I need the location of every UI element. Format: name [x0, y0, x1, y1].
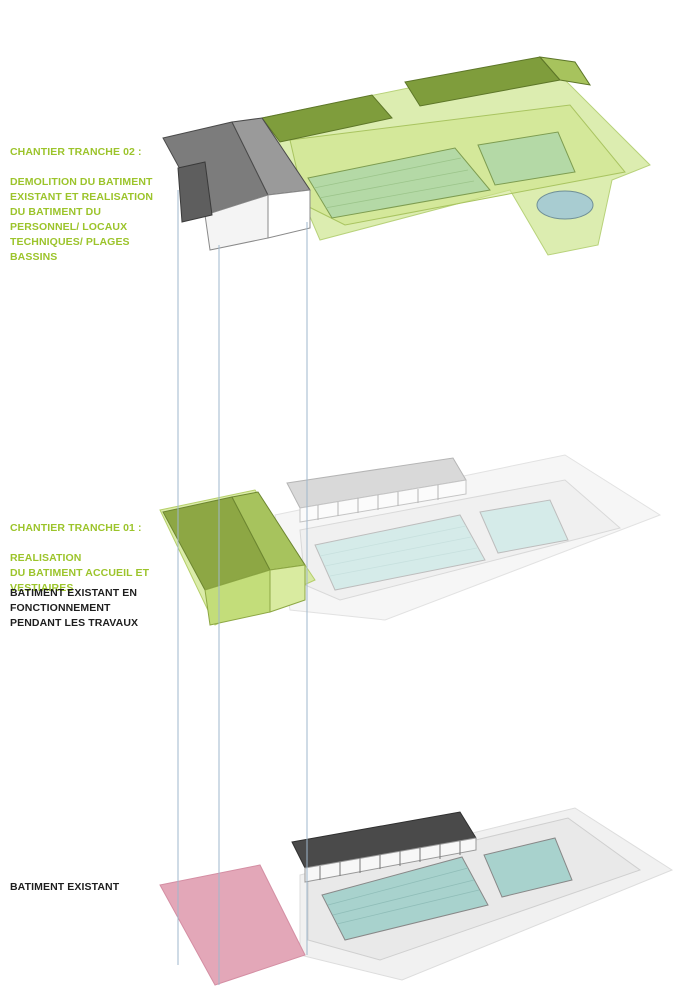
t01-long-facade [299, 479, 467, 523]
t01-large-pool [314, 514, 486, 591]
layer-tranche-02 [162, 56, 651, 256]
existing-large-pool [321, 856, 489, 941]
existing-columns [319, 841, 461, 880]
tranche-02-title: CHANTIER TRANCHE 02 : [10, 146, 142, 158]
existing-pool-lanes [327, 867, 480, 925]
operating-building-label: BATIMENT EXISTANT EN FONCTIONNEMENT PEND… [10, 587, 139, 629]
t01-columns [317, 485, 439, 520]
existing-small-pool [483, 837, 573, 898]
tranche-02-body: DEMOLITION DU BATIMENT EXISTANT ET REALI… [10, 176, 154, 263]
tranche-02-label: CHANTIER TRANCHE 02 : DEMOLITION DU BATI… [10, 130, 153, 280]
t02-grey-wall-side [267, 189, 311, 239]
t02-roof-a [261, 94, 393, 143]
t01-pool-lanes [319, 525, 478, 577]
tranche-01-title: CHANTIER TRANCHE 01 : [10, 522, 142, 534]
tranche-01-body: REALISATION DU BATIMENT ACCUEIL ET VESTI… [10, 552, 150, 594]
existing-building-label: BATIMENT EXISTANT [10, 881, 120, 893]
t02-kids-pool [536, 190, 594, 220]
tranche-01-label: CHANTIER TRANCHE 01 : REALISATION DU BAT… [10, 506, 149, 611]
existing-building-footprint [159, 864, 306, 986]
layer-tranche-01 [159, 454, 662, 626]
t02-dark-block [177, 161, 213, 223]
layer-existing [159, 807, 674, 986]
t02-roof-ridge [538, 56, 592, 86]
t02-pool-lanes [313, 157, 475, 209]
t02-small-pool [477, 131, 576, 186]
existing-dark-facade [304, 837, 477, 883]
t01-small-pool [479, 499, 569, 554]
vertical-guide-lines [177, 190, 308, 985]
t01-green-wall-side [269, 564, 306, 613]
